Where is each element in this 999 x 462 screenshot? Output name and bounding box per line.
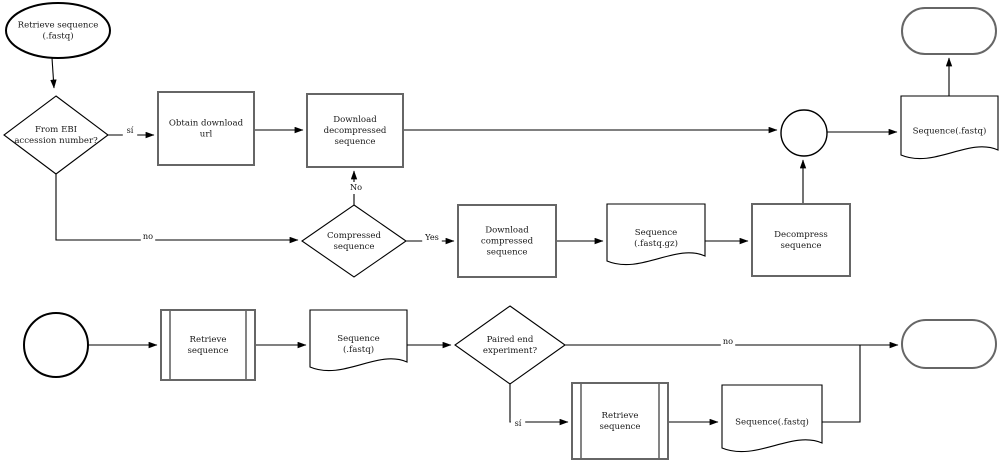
edge-label: sí	[515, 418, 522, 428]
node-label-line: Retrieve	[602, 411, 639, 421]
node-label-line: Download	[485, 225, 529, 235]
end-terminator-top[interactable]	[901, 7, 997, 55]
diamond-shape	[3, 95, 109, 175]
edge-path	[509, 384, 569, 426]
edge-path	[55, 174, 299, 244]
rectangle-shape	[457, 204, 557, 278]
document-shape	[721, 384, 823, 453]
rectangle-shape	[306, 93, 404, 168]
document-sequence-fastq-bottom-right[interactable]: Sequence(.fastq)	[721, 384, 823, 453]
circle-shape	[780, 109, 828, 157]
edge-label-backdrop	[720, 336, 736, 348]
predefined-process-shape	[160, 309, 256, 381]
document-shape	[309, 309, 408, 372]
node-label-line: Sequence(.fastq)	[913, 126, 987, 137]
terminator-shape	[901, 319, 997, 369]
node-label-line: Sequence	[337, 334, 380, 344]
document-shape	[900, 95, 999, 160]
edge-seq-doc-2-to-paired-merge[interactable]	[822, 345, 861, 423]
node-label-line: Retrieve	[190, 335, 227, 345]
edge-label: Yes	[424, 232, 439, 242]
start-retrieve-sequence-oval[interactable]: Retrieve sequence(.fastq)	[5, 2, 111, 59]
edge-label-backdrop	[348, 182, 364, 194]
edge-paired-si-to-retrieve-sub-2[interactable]: sí	[509, 384, 569, 430]
node-label-line: sequence	[486, 248, 527, 258]
node-label-line: compressed	[481, 237, 534, 247]
node-label-line: (.fastq.gz)	[634, 238, 678, 249]
edge-label: no	[143, 231, 153, 241]
oval-shape	[5, 2, 111, 59]
edge-label-backdrop	[122, 125, 138, 137]
node-label-line: Sequence(.fastq)	[735, 417, 809, 428]
node-label-line: sequence	[333, 242, 374, 252]
document-sequence-fastq-top[interactable]: Sequence(.fastq)	[900, 95, 999, 160]
merge-connector-circle[interactable]	[780, 109, 828, 157]
node-label-line: decompressed	[324, 126, 387, 136]
diamond-shape	[454, 305, 566, 385]
rectangle-shape	[751, 203, 851, 277]
node-label-line: Sequence	[635, 228, 678, 238]
node-label-line: sequence	[334, 137, 375, 147]
document-sequence-fastq-bottom[interactable]: Sequence(.fastq)	[309, 309, 408, 372]
node-label-line: sequence	[187, 346, 228, 356]
node-label-line: accession number?	[14, 136, 98, 146]
rectangle-shape	[157, 91, 255, 166]
end-terminator-bottom[interactable]	[901, 319, 997, 369]
node-label-line: Obtain download	[169, 118, 244, 128]
edge-label: no	[723, 336, 733, 346]
edge-path	[50, 57, 57, 89]
circle-shape	[23, 312, 89, 378]
predefined-process-shape	[571, 382, 669, 460]
node-label-line: (.fastq)	[343, 344, 374, 355]
edge-start-to-ebi-decision[interactable]	[50, 57, 57, 89]
edge-path	[822, 345, 861, 423]
terminator-shape	[901, 7, 997, 55]
edge-label: sí	[127, 125, 134, 135]
process-obtain-download-url[interactable]: Obtain download url	[157, 91, 255, 166]
edge-compressed-no-to-download-decompressed[interactable]: No	[348, 170, 364, 205]
document-sequence-fastq-gz[interactable]: Sequence(.fastq.gz)	[606, 203, 706, 266]
node-label-line: (.fastq)	[42, 31, 73, 42]
diamond-shape	[301, 204, 407, 278]
nodes-layer: Retrieve sequence(.fastq)From EBIaccessi…	[3, 2, 999, 460]
node-label-line: experiment?	[483, 346, 538, 356]
node-label-line: sequence	[780, 241, 821, 251]
edge-label-backdrop	[140, 231, 156, 243]
document-shape	[606, 203, 706, 266]
node-label-line: Compressed	[327, 231, 381, 241]
node-label-line: sequence	[599, 422, 640, 432]
node-label-line: url	[200, 130, 213, 140]
start-node-circle-bottom[interactable]	[23, 312, 89, 378]
node-label-line: Paired end	[487, 335, 534, 345]
node-label-line: Decompress	[774, 230, 828, 240]
edge-paired-no-to-end-terminator[interactable]: no	[565, 336, 899, 349]
edge-compressed-yes-to-download-compressed[interactable]: Yes	[406, 232, 455, 245]
node-label-line: Download	[333, 115, 377, 125]
edge-label-backdrop	[422, 232, 442, 244]
edge-ebi-yes-to-obtain-url[interactable]: sí	[108, 125, 155, 139]
node-label-line: Retrieve sequence	[18, 20, 99, 30]
node-label-line: From EBI	[35, 125, 77, 135]
edge-ebi-no-to-compressed-decision[interactable]: no	[55, 174, 299, 244]
edge-label-backdrop	[510, 418, 526, 430]
edge-label: No	[350, 182, 362, 192]
